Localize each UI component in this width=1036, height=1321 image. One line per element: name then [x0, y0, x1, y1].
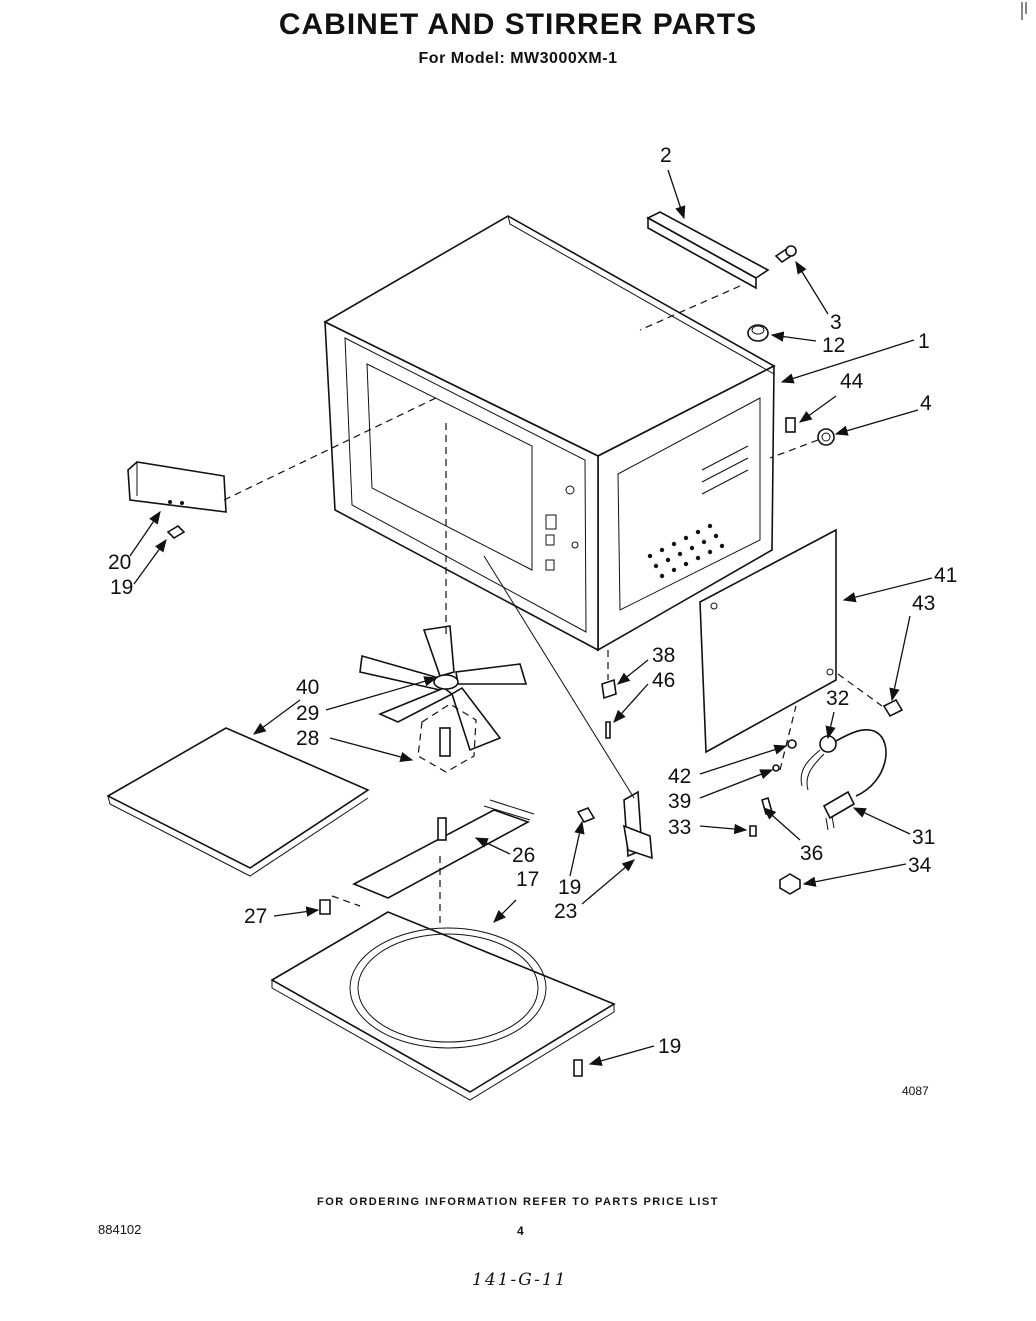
screw-19-left — [166, 524, 186, 540]
foot-38 — [601, 678, 617, 700]
callout-46: 46 — [652, 669, 675, 692]
callout-29: 29 — [296, 702, 319, 725]
callout-19-left: 19 — [110, 576, 133, 599]
screw-33 — [749, 825, 757, 837]
strain-relief-32 — [800, 735, 837, 791]
screw-27 — [319, 899, 331, 915]
power-cord-31 — [822, 729, 887, 831]
callout-38: 38 — [652, 644, 675, 667]
callout-19-base: 19 — [658, 1035, 681, 1058]
ordering-note: FOR ORDERING INFORMATION REFER TO PARTS … — [317, 1196, 719, 1208]
callout-28: 28 — [296, 727, 319, 750]
drawing-code: 4087 — [902, 1084, 929, 1098]
bracket-20 — [127, 461, 227, 513]
clip-44 — [785, 417, 796, 433]
leader-lines — [129, 169, 933, 1066]
callout-32: 32 — [826, 687, 849, 710]
callout-27: 27 — [244, 905, 267, 928]
screw-46 — [605, 721, 611, 739]
callout-23: 23 — [554, 900, 577, 923]
scan-mark — [1021, 2, 1027, 20]
page-title: CABINET AND STIRRER PARTS — [278, 8, 758, 41]
callout-2: 2 — [660, 144, 672, 167]
callout-44: 44 — [840, 370, 864, 393]
callout-numbers: 2 3 12 1 44 4 20 19 41 43 38 46 40 29 28… — [108, 144, 957, 1058]
form-number: 884102 — [98, 1222, 142, 1237]
cabinet-shell — [323, 215, 776, 652]
screw-3 — [774, 245, 797, 264]
callout-43: 43 — [912, 592, 935, 615]
base-plate-17 — [270, 911, 616, 1101]
page-number: 4 — [517, 1224, 524, 1238]
panel-41 — [699, 528, 837, 754]
screw-43 — [882, 698, 904, 718]
callout-40: 40 — [296, 676, 319, 699]
callout-33: 33 — [668, 816, 691, 839]
callout-39: 39 — [668, 790, 691, 813]
shaft-28 — [417, 703, 477, 773]
bracket-23 — [622, 790, 653, 860]
washer-39 — [772, 764, 780, 772]
foot-12 — [747, 324, 769, 342]
screw-19-base — [573, 1059, 583, 1077]
callout-3: 3 — [830, 311, 842, 334]
stirrer-fan-29 — [359, 625, 528, 752]
callout-19-right: 19 — [558, 876, 581, 899]
callout-42: 42 — [668, 765, 691, 788]
callout-12: 12 — [822, 334, 845, 357]
model-number: For Model: MW3000XM-1 — [418, 50, 618, 67]
nut-4 — [817, 428, 835, 446]
top-rail — [646, 211, 770, 290]
callout-20: 20 — [108, 551, 131, 574]
screw-19-right — [576, 807, 596, 823]
shelf-pad-40 — [106, 727, 370, 869]
callout-34: 34 — [908, 854, 932, 877]
callout-36: 36 — [800, 842, 823, 865]
screw-36 — [761, 796, 773, 816]
nut-34 — [779, 873, 801, 895]
handwritten-note: 141-G-11 — [472, 1270, 568, 1290]
motor-bracket-26 — [352, 799, 535, 899]
callout-17: 17 — [516, 868, 539, 891]
washer-42 — [787, 739, 797, 749]
callout-26: 26 — [512, 844, 535, 867]
callout-31: 31 — [912, 826, 935, 849]
callout-4: 4 — [920, 392, 932, 415]
vent-holes — [647, 523, 725, 579]
callout-1: 1 — [918, 330, 930, 353]
callout-41: 41 — [934, 564, 957, 587]
